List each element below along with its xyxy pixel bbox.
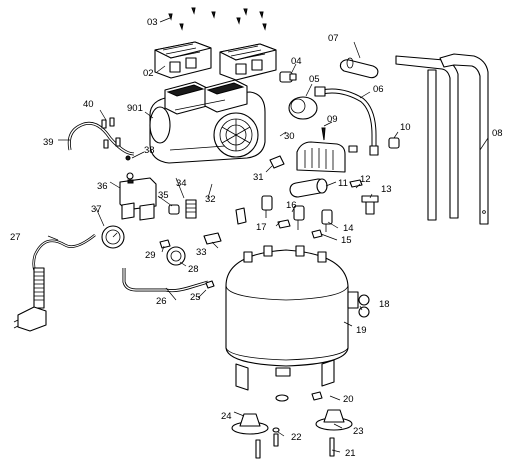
label-31: 31 xyxy=(253,172,264,183)
label-21: 21 xyxy=(345,448,356,459)
label-08: 08 xyxy=(492,128,503,139)
part-04-fitting xyxy=(279,71,297,83)
label-39: 39 xyxy=(43,137,54,148)
label-11: 11 xyxy=(338,178,348,189)
label-23: 23 xyxy=(353,426,364,437)
label-36: 36 xyxy=(97,181,108,192)
part-901-motor-pump xyxy=(149,79,266,164)
label-22: 22 xyxy=(291,432,302,443)
part-03-screws xyxy=(168,7,267,31)
label-13: 13 xyxy=(381,184,392,195)
part-19-tank xyxy=(225,245,359,391)
label-32: 32 xyxy=(205,194,216,205)
label-30: 30 xyxy=(284,131,295,142)
part-06-pipe xyxy=(314,86,379,156)
label-37: 37 xyxy=(91,204,102,215)
part-37-gauge xyxy=(101,225,125,249)
callout-labels: 03 02 04 05 06 07 08 09 10 11 12 13 14 1… xyxy=(10,17,503,459)
part-32-35-fittings xyxy=(168,199,247,245)
part-36-pressure-switch xyxy=(119,172,157,221)
label-18: 18 xyxy=(379,299,390,310)
label-17: 17 xyxy=(256,222,267,233)
part-11-capacitor xyxy=(289,178,328,198)
label-19: 19 xyxy=(356,325,367,336)
part-31-fitting xyxy=(269,155,285,169)
part-39-40-tube xyxy=(67,117,135,156)
label-14: 14 xyxy=(343,223,354,234)
part-09-bolt xyxy=(321,127,326,141)
label-24: 24 xyxy=(221,411,232,422)
label-16: 16 xyxy=(286,200,297,211)
label-15: 15 xyxy=(341,235,352,246)
label-26: 26 xyxy=(156,296,167,307)
part-18-fittings xyxy=(358,294,370,318)
label-40: 40 xyxy=(83,99,94,110)
label-35: 35 xyxy=(158,190,169,201)
part-28-29-gauge xyxy=(159,239,186,266)
label-29: 29 xyxy=(145,250,156,261)
label-33: 33 xyxy=(196,247,207,258)
label-02: 02 xyxy=(143,68,154,79)
label-06: 06 xyxy=(373,84,384,95)
part-10-fitting xyxy=(388,137,400,149)
label-10: 10 xyxy=(400,122,411,133)
label-25: 25 xyxy=(190,292,201,303)
part-08-handle-frame xyxy=(395,53,489,225)
label-38: 38 xyxy=(144,145,155,156)
label-07: 07 xyxy=(328,33,339,44)
part-20-24-feet xyxy=(231,391,353,459)
label-27: 27 xyxy=(10,232,21,243)
label-03: 03 xyxy=(147,17,158,28)
part-30-cover xyxy=(296,141,358,173)
label-09: 09 xyxy=(327,114,338,125)
part-05-air-filter xyxy=(288,96,318,120)
leader-lines xyxy=(47,17,489,453)
part-26-drain-tube xyxy=(122,268,215,293)
part-02-cylinder-heads xyxy=(154,41,277,81)
part-38-fitting xyxy=(125,155,131,161)
label-12: 12 xyxy=(360,174,371,185)
label-04: 04 xyxy=(291,56,302,67)
label-05: 05 xyxy=(309,74,320,85)
part-14-17-small-fittings xyxy=(261,195,333,239)
label-901: 901 xyxy=(127,103,143,114)
part-13-safety-valve xyxy=(361,195,379,215)
label-28: 28 xyxy=(188,264,199,275)
part-27-power-cord xyxy=(13,233,96,332)
label-20: 20 xyxy=(343,394,354,405)
part-07-handle-grip xyxy=(339,57,379,79)
label-34: 34 xyxy=(176,178,187,189)
